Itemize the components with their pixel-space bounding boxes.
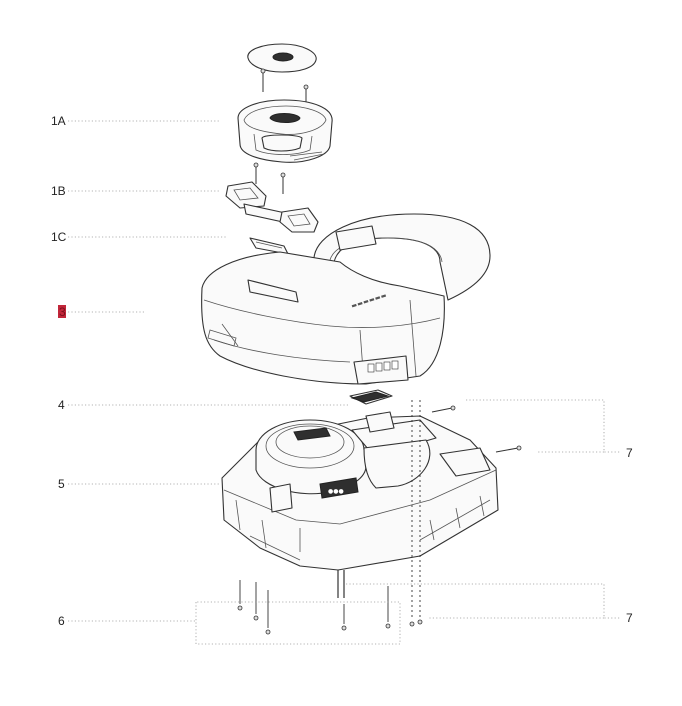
hinge-brackets-1b: [225, 181, 319, 233]
callout-7-lower: 7: [626, 611, 633, 625]
callout-4: 4: [58, 398, 65, 412]
bottom-screws-7: [409, 400, 423, 627]
svg-text:1B: 1B: [51, 184, 66, 198]
callout-5: 5: [58, 477, 65, 491]
chassis-5: ●●●: [221, 411, 499, 598]
svg-text:7: 7: [626, 611, 633, 625]
callout-7-upper: 7: [626, 446, 633, 460]
callout-6: 6: [58, 614, 65, 628]
callout-1a: 1A: [50, 113, 66, 128]
svg-text:4: 4: [58, 398, 65, 412]
chassis-screw-upper-2: [495, 445, 522, 453]
svg-text:5: 5: [58, 477, 65, 491]
svg-text:3: 3: [59, 305, 66, 319]
warning-labels: [367, 360, 399, 373]
bottom-screws-6: [237, 580, 391, 635]
bracket-screws-1b: [253, 162, 286, 194]
display-module-1a: [237, 99, 333, 163]
chassis-screw-upper-1: [431, 405, 456, 413]
callout-1b: 1B: [51, 184, 66, 198]
svg-text:1A: 1A: [51, 114, 66, 128]
svg-text:7: 7: [626, 446, 633, 460]
sensor-module-4: [349, 389, 393, 405]
small-cover-1c: [249, 237, 289, 255]
chassis-display-mark: ●●●: [328, 488, 344, 495]
body-shell-3: ▬▬▬▬▬▬: [201, 213, 491, 385]
leader-lines: [68, 120, 620, 645]
callout-3: 3: [58, 305, 66, 319]
svg-text:1C: 1C: [51, 230, 67, 244]
callout-1c: 1C: [51, 230, 67, 244]
top-screw-left: [260, 68, 266, 92]
svg-text:6: 6: [58, 614, 65, 628]
top-cover-plate: [247, 43, 317, 73]
